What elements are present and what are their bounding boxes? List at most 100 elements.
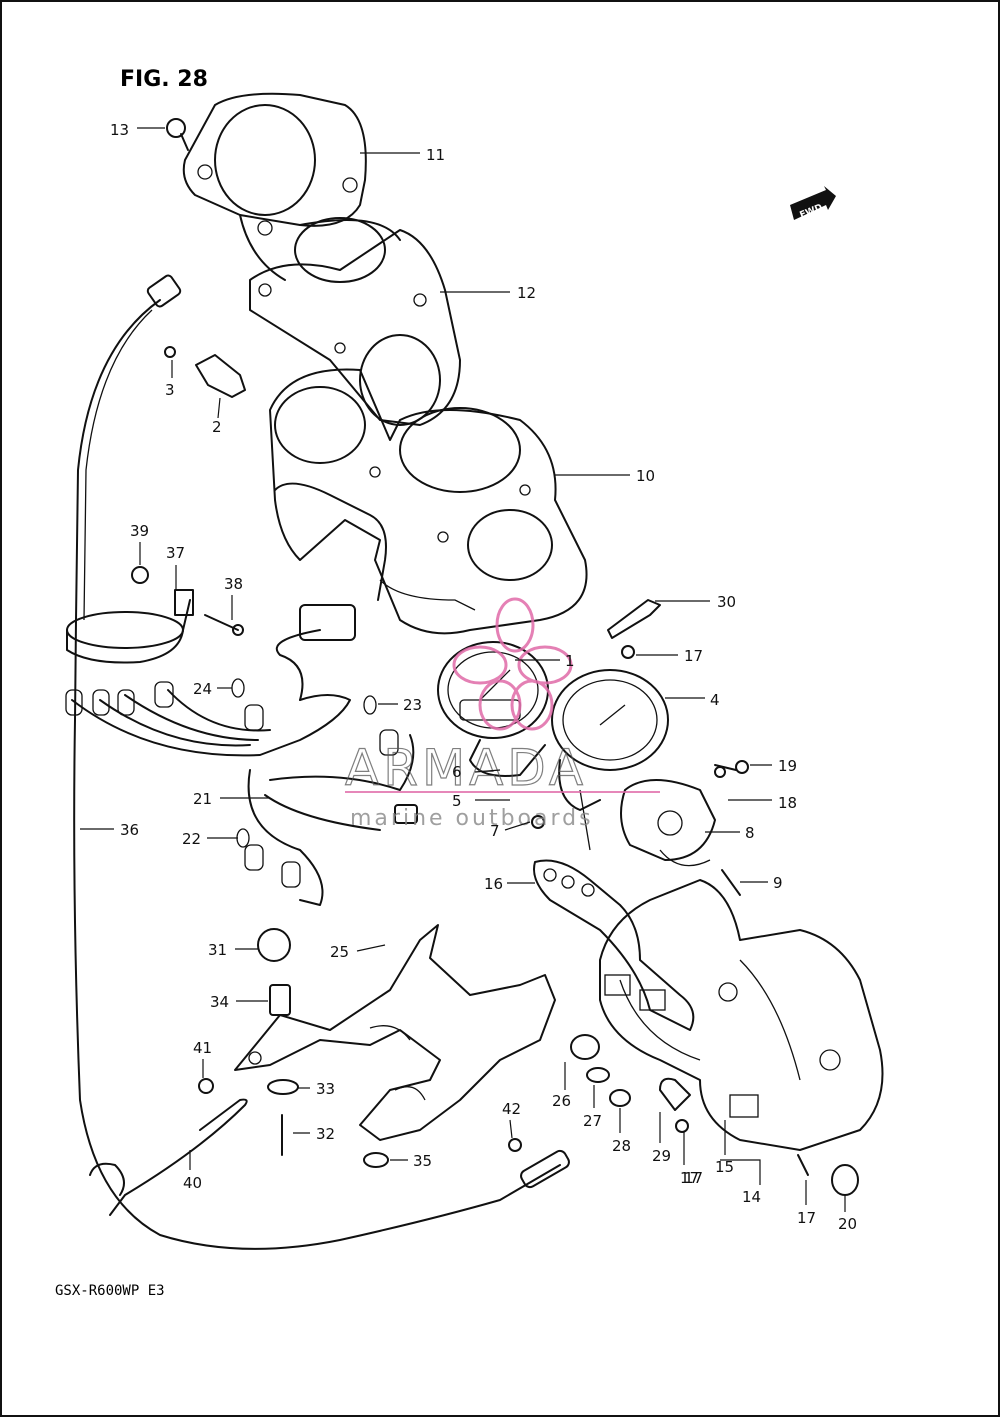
callout-number: 29 bbox=[652, 1147, 671, 1165]
callout-number: 28 bbox=[612, 1137, 631, 1155]
callout-12: 12 bbox=[440, 284, 536, 302]
part-30-stay bbox=[607, 599, 661, 639]
callout-number: 26 bbox=[552, 1092, 571, 1110]
callout-number: 5 bbox=[452, 792, 462, 810]
part-11-bezel bbox=[182, 92, 401, 283]
callout-5: 5 bbox=[452, 792, 510, 810]
callout-3: 3 bbox=[165, 360, 175, 399]
callout-leader-line bbox=[474, 769, 501, 773]
callout-13: 13 bbox=[110, 121, 165, 139]
callout-42: 42 bbox=[502, 1100, 521, 1139]
callout-29: 29 bbox=[652, 1112, 671, 1165]
callout-number: 30 bbox=[717, 593, 736, 611]
callout-28: 28 bbox=[612, 1108, 631, 1155]
callout-number: 17 bbox=[680, 1169, 699, 1187]
callout-number: 38 bbox=[224, 575, 243, 593]
callout-number: 4 bbox=[710, 691, 720, 709]
callout-number: 17 bbox=[797, 1209, 816, 1227]
callout-9: 9 bbox=[740, 874, 783, 892]
callout-1: 1 bbox=[515, 652, 575, 670]
callout-24: 24 bbox=[193, 680, 232, 698]
callout-number: 20 bbox=[838, 1215, 857, 1233]
callout-number: 3 bbox=[165, 381, 175, 399]
callout-10: 10 bbox=[555, 467, 655, 485]
part-37-clamp bbox=[66, 589, 194, 664]
callout-leader-line bbox=[720, 1159, 761, 1185]
callout-number: 37 bbox=[166, 544, 185, 562]
callout-2: 2 bbox=[212, 397, 222, 436]
callout-16: 16 bbox=[484, 875, 535, 893]
callout-number: 2 bbox=[212, 418, 222, 436]
callout-35: 35 bbox=[390, 1152, 432, 1170]
callout-number: 13 bbox=[110, 121, 129, 139]
callout-number: 36 bbox=[120, 821, 139, 839]
callout-27: 27 bbox=[583, 1085, 602, 1130]
callout-11: 11 bbox=[360, 146, 445, 164]
callout-number: 6 bbox=[452, 763, 462, 781]
part-25-slots bbox=[248, 1025, 426, 1101]
callout-20: 20 bbox=[838, 1195, 857, 1233]
callout-17: 17 bbox=[797, 1180, 816, 1227]
callout-number: 33 bbox=[316, 1080, 335, 1098]
callout-leader-line bbox=[504, 821, 531, 831]
callout-number: 39 bbox=[130, 522, 149, 540]
part-40-wire-clip bbox=[89, 1098, 248, 1216]
callout-number: 34 bbox=[210, 993, 229, 1011]
callout-25: 25 bbox=[330, 943, 386, 961]
callout-39: 39 bbox=[130, 522, 149, 565]
part-16-plate bbox=[533, 859, 695, 1031]
callout-number: 23 bbox=[403, 696, 422, 714]
callout-6: 6 bbox=[452, 763, 501, 781]
callout-14: 14 bbox=[720, 1159, 761, 1206]
callout-number: 18 bbox=[778, 794, 797, 812]
callout-19: 19 bbox=[750, 757, 797, 775]
callout-4: 4 bbox=[665, 691, 720, 709]
callout-number: 10 bbox=[636, 467, 655, 485]
callout-22: 22 bbox=[182, 830, 238, 848]
callout-number: 21 bbox=[193, 790, 212, 808]
part-21-harness bbox=[65, 604, 418, 906]
fwd-arrow-icon: FWD bbox=[790, 186, 836, 221]
callout-17: 17 bbox=[636, 647, 703, 665]
callout-40: 40 bbox=[183, 1150, 202, 1192]
callout-number: 19 bbox=[778, 757, 797, 775]
callout-41: 41 bbox=[193, 1039, 212, 1078]
part-8-indicator-bracket bbox=[620, 779, 716, 867]
callout-number: 40 bbox=[183, 1174, 202, 1192]
callout-number: 1 bbox=[565, 652, 575, 670]
callout-number: 7 bbox=[490, 822, 500, 840]
callout-15: 15 bbox=[715, 1120, 734, 1176]
part-4-speedometer bbox=[551, 669, 669, 851]
part-16-holes bbox=[543, 868, 595, 897]
callout-38: 38 bbox=[224, 575, 243, 620]
callout-33: 33 bbox=[298, 1080, 335, 1098]
callout-31: 31 bbox=[208, 941, 258, 959]
watermark-flower-logo bbox=[452, 597, 573, 731]
callout-17: 17 bbox=[680, 1132, 699, 1187]
callout-number: 8 bbox=[745, 824, 755, 842]
callout-17: 17 bbox=[684, 1169, 703, 1187]
callout-21: 21 bbox=[193, 790, 270, 808]
callout-number: 17 bbox=[684, 647, 703, 665]
part-36-cable-end bbox=[146, 274, 570, 1189]
watermark-brand: ARMADA bbox=[345, 739, 587, 797]
callout-number: 27 bbox=[583, 1112, 602, 1130]
callout-8: 8 bbox=[705, 824, 755, 842]
callout-leader-line bbox=[509, 1119, 513, 1139]
figure-title: FIG. 28 bbox=[120, 67, 208, 92]
callout-number: 22 bbox=[182, 830, 201, 848]
part-36-cable bbox=[73, 299, 561, 1250]
callout-number: 17 bbox=[684, 1169, 703, 1187]
watermark-tagline: marine outboards bbox=[350, 806, 594, 831]
fasteners-group bbox=[131, 118, 859, 1196]
callout-34: 34 bbox=[210, 993, 268, 1011]
callout-7: 7 bbox=[490, 821, 531, 840]
callout-number: 24 bbox=[193, 680, 212, 698]
callout-number: 9 bbox=[773, 874, 783, 892]
callout-number: 15 bbox=[715, 1158, 734, 1176]
callout-23: 23 bbox=[378, 696, 422, 714]
